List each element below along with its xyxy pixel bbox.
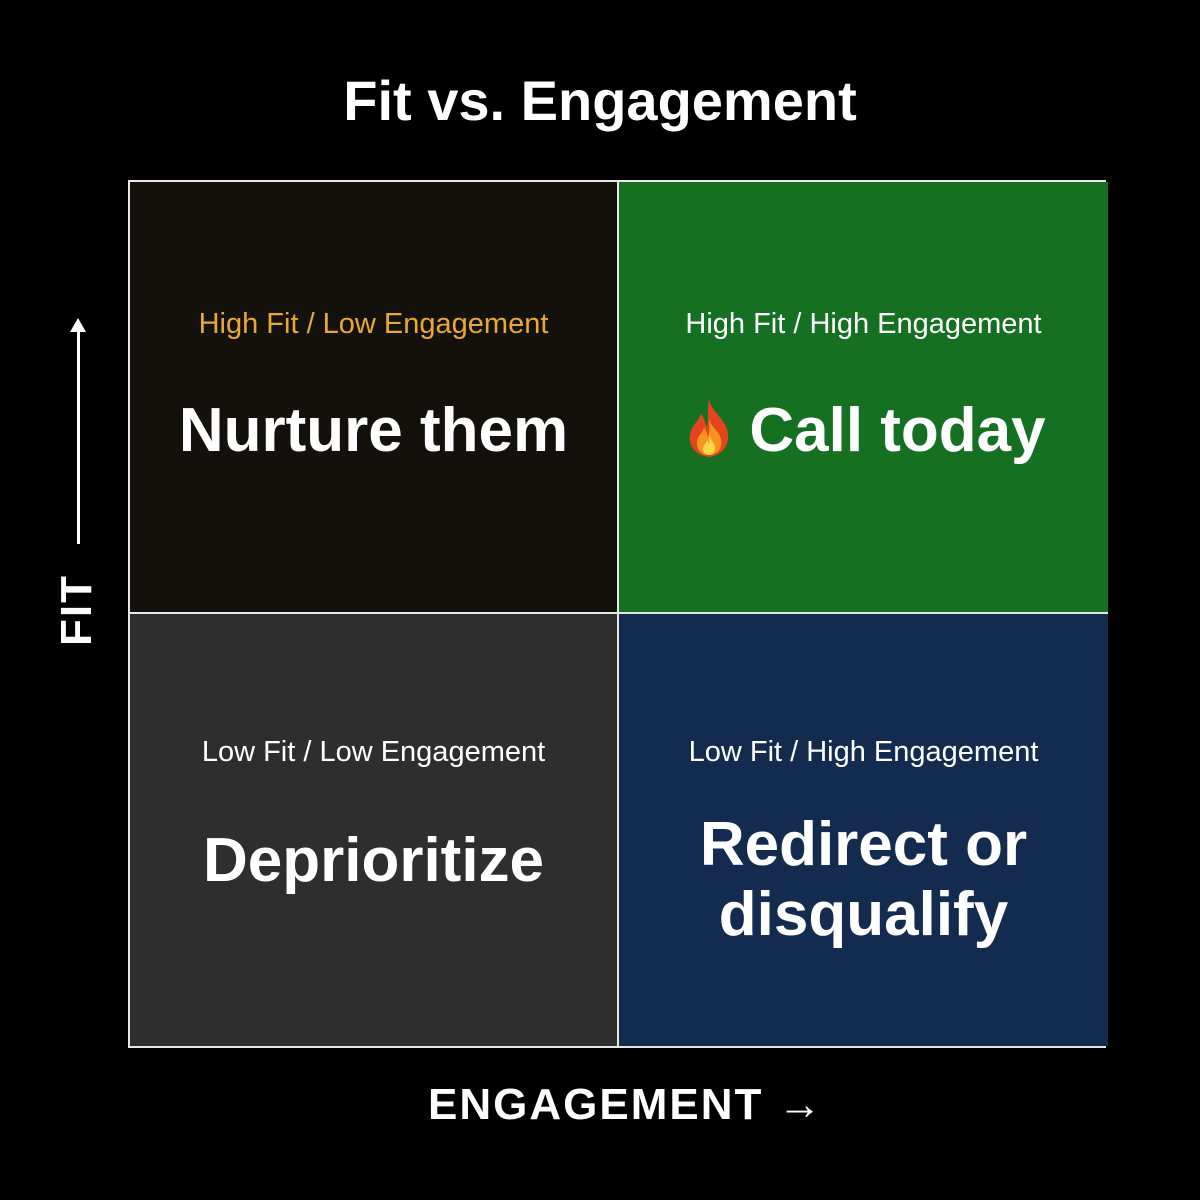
x-axis-label: ENGAGEMENT →	[428, 1080, 824, 1129]
page-title: Fit vs. Engagement	[343, 69, 857, 132]
quadrant-high-fit-high-engagement: High Fit / High Engagement Call today	[619, 182, 1108, 614]
quadrant-action: Deprioritize	[202, 826, 545, 895]
quadrant-subtitle: High Fit / Low Engagement	[198, 308, 549, 340]
quadrant-subtitle: Low Fit / Low Engagement	[201, 736, 546, 768]
quadrant-action-line: disqualify	[718, 880, 1009, 949]
quadrant-action-line: Redirect or	[699, 810, 1028, 879]
quadrant-high-fit-low-engagement: High Fit / Low Engagement Nurture them	[130, 182, 619, 614]
quadrant-low-fit-high-engagement: Low Fit / High Engagement Redirect or di…	[619, 614, 1108, 1046]
quadrant-action: Call today	[749, 396, 1046, 465]
quadrant-subtitle: High Fit / High Engagement	[685, 308, 1042, 340]
y-axis-label: FIT	[52, 574, 101, 646]
quadrant-action: Redirect or disqualify	[619, 810, 1108, 950]
up-arrow-icon	[70, 318, 86, 332]
fire-icon	[690, 399, 729, 457]
y-axis-arrow-line	[77, 330, 80, 544]
quadrant-action-row: Call today	[619, 396, 1108, 466]
fit-engagement-matrix: High Fit / Low Engagement Nurture them H…	[128, 180, 1108, 1048]
quadrant-low-fit-low-engagement: Low Fit / Low Engagement Deprioritize	[130, 614, 619, 1046]
quadrant-action: Nurture them	[178, 396, 569, 465]
quadrant-subtitle: Low Fit / High Engagement	[688, 736, 1039, 768]
